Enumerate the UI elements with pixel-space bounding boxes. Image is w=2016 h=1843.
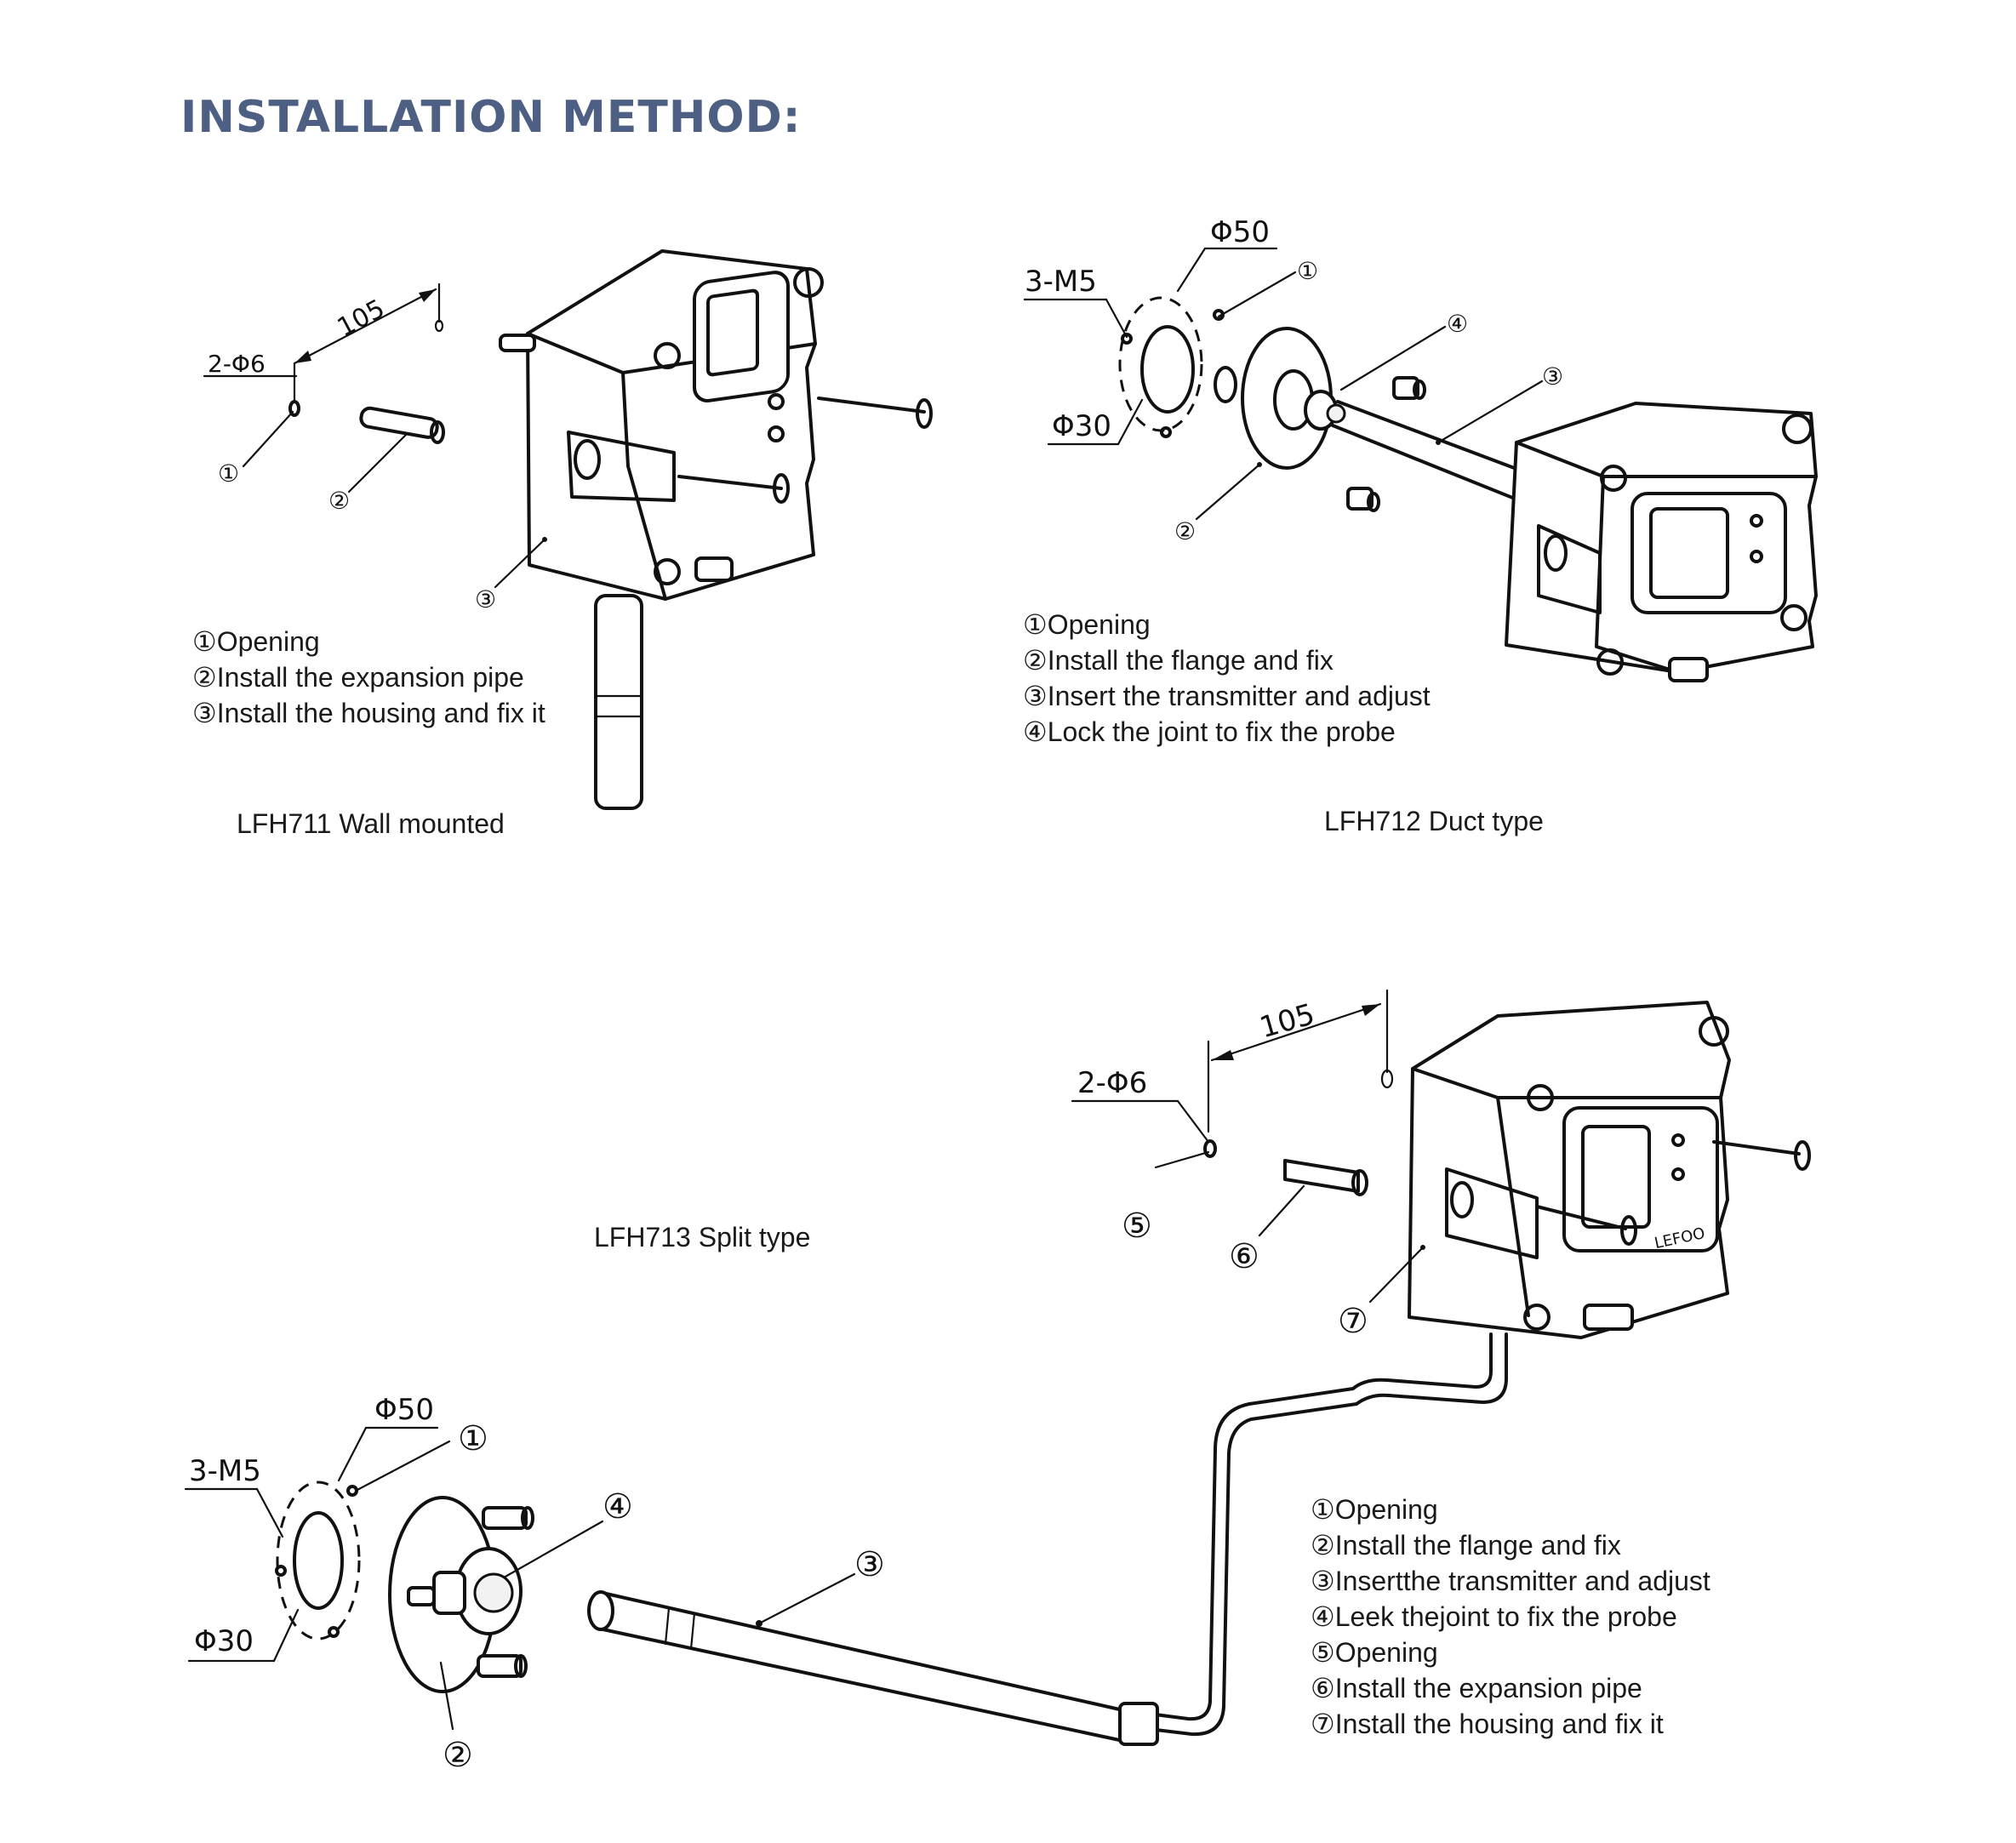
lfh712-step-1: ①Opening bbox=[1023, 609, 1151, 640]
lfh712-step-3: ③Insert the transmitter and adjust bbox=[1023, 681, 1431, 711]
lfh712-callout-3: ③ bbox=[1542, 362, 1563, 391]
lfh713-caption: LFH713 Split type bbox=[594, 1222, 811, 1252]
page-title: INSTALLATION METHOD: bbox=[180, 92, 802, 143]
lfh711-callout-2: ② bbox=[328, 487, 350, 515]
lfh713-dim-inner: Φ30 bbox=[194, 1624, 254, 1658]
lfh713-step-2: ②Install the flange and fix bbox=[1311, 1530, 1621, 1561]
lfh711-diagram: 105 2-Φ6 ① ② ③ bbox=[203, 249, 933, 810]
lfh712-callout-4: ④ bbox=[1447, 310, 1468, 338]
lfh711-caption: LFH711 Wall mounted bbox=[237, 808, 505, 839]
lfh713-callout-2: ② bbox=[443, 1736, 473, 1775]
lfh712-caption: LFH712 Duct type bbox=[1324, 806, 1544, 836]
lfh713-callout-4: ④ bbox=[603, 1487, 633, 1526]
lfh713-step-list: ①Opening ②Install the flange and fix ③In… bbox=[1311, 1492, 1710, 1742]
lfh713-callout-1: ① bbox=[458, 1419, 488, 1458]
lfh711-callout-1: ① bbox=[218, 459, 239, 488]
lfh711-dim-holes: 2-Φ6 bbox=[208, 350, 266, 378]
lfh713-diagram: 105 2-Φ6 LEFOO bbox=[184, 989, 1811, 1775]
lfh713-callout-7: ⑦ bbox=[1338, 1302, 1368, 1341]
lfh712-dim-inner: Φ30 bbox=[1052, 409, 1111, 443]
lfh711-step-list: ①Opening ②Install the expansion pipe ③In… bbox=[192, 624, 545, 731]
lfh713-step-1: ①Opening bbox=[1311, 1494, 1438, 1525]
lfh713-dim-screws: 3-M5 bbox=[189, 1454, 261, 1488]
lfh712-dim-screws: 3-M5 bbox=[1025, 265, 1097, 299]
lfh713-dim-outer: Φ50 bbox=[374, 1393, 434, 1427]
lfh712-callout-1: ① bbox=[1297, 257, 1318, 285]
lfh713-callout-6: ⑥ bbox=[1229, 1237, 1259, 1276]
lfh711-step-1: ①Opening bbox=[192, 626, 320, 657]
lfh712-dim-outer: Φ50 bbox=[1210, 215, 1270, 249]
lfh711-step-2: ②Install the expansion pipe bbox=[192, 662, 524, 693]
lfh713-dim-spacing: 105 bbox=[1256, 997, 1318, 1045]
lfh712-callout-2: ② bbox=[1174, 517, 1196, 545]
lfh712-step-list: ①Opening ②Install the flange and fix ③In… bbox=[1023, 607, 1431, 750]
lfh712-step-4: ④Lock the joint to fix the probe bbox=[1023, 716, 1396, 747]
lfh713-step-3: ③Insertthe transmitter and adjust bbox=[1311, 1566, 1710, 1596]
lfh712-diagram: Φ50 3-M5 Φ30 bbox=[1023, 215, 1818, 682]
lfh713-step-4: ④Leek thejoint to fix the probe bbox=[1311, 1601, 1677, 1632]
lfh711-step-3: ③Install the housing and fix it bbox=[192, 698, 545, 728]
lfh713-callout-3: ③ bbox=[854, 1545, 885, 1584]
lfh713-step-7: ⑦Install the housing and fix it bbox=[1311, 1709, 1664, 1739]
lfh713-step-5: ⑤Opening bbox=[1311, 1637, 1438, 1668]
lfh711-dim-spacing: 105 bbox=[333, 294, 390, 343]
lfh713-callout-5: ⑤ bbox=[1122, 1207, 1152, 1246]
lfh711-callout-3: ③ bbox=[475, 585, 496, 613]
lfh713-step-6: ⑥Install the expansion pipe bbox=[1311, 1673, 1642, 1703]
lfh713-dim-holes: 2-Φ6 bbox=[1077, 1066, 1147, 1100]
lfh712-step-2: ②Install the flange and fix bbox=[1023, 645, 1334, 676]
